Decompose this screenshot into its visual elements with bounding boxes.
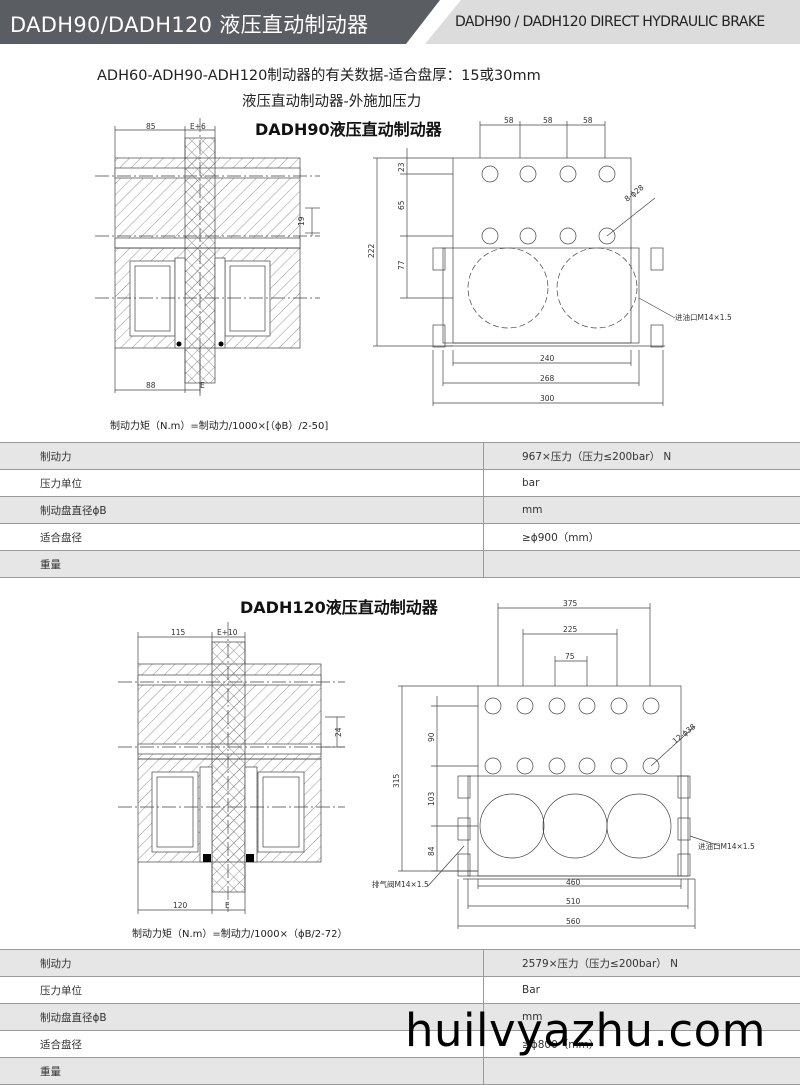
intro-line-2: 液压直动制动器-外施加压力 [242, 90, 421, 111]
table-row: 适合盘径≥ϕ900（mm） [0, 524, 800, 551]
spec-value: 2579×压力（压力≤200bar） N [484, 950, 800, 977]
dadh120-torque-formula: 制动力矩（N.m）=制动力/1000×（ϕB/2-72） [132, 925, 348, 940]
dadh120-dim-gap: E+10 [217, 628, 238, 637]
spec-value [484, 551, 800, 578]
dadh120-dim-bottom-width: 120 [173, 901, 188, 910]
dadh90-dim-pitch-3: 58 [583, 116, 593, 125]
dadh90-torque-formula: 制动力矩（N.m）=制动力/1000×[（ϕB）/2-50] [110, 417, 328, 432]
spec-value: mm [484, 497, 800, 524]
dadh120-port-label: 进油口M14×1.5 [698, 841, 755, 851]
dadh90-dim-gap: E+6 [190, 122, 206, 131]
spec-value [484, 1058, 800, 1085]
spec-label: 制动盘直径ϕB [0, 497, 484, 524]
dadh90-port-label: 进油口M14×1.5 [675, 312, 732, 322]
spec-label: 制动力 [0, 950, 484, 977]
dadh90-dim-pitch-1: 58 [504, 116, 514, 125]
dadh90-dim-top-width: 85 [146, 122, 156, 131]
dadh120-dim-bottom-gap: E [225, 901, 230, 910]
dadh120-dim-total-height: 315 [392, 773, 401, 788]
spec-value: ≥ϕ900（mm） [484, 524, 800, 551]
watermark: huilvyazhu.com [405, 1004, 766, 1057]
dadh90-dim-w3: 300 [540, 394, 555, 403]
dadh120-vent-label: 排气阀M14×1.5 [372, 879, 429, 889]
dadh120-dim-w-top-2: 225 [563, 625, 578, 634]
spec-value: bar [484, 470, 800, 497]
dadh90-dim-bottom-width: 88 [146, 381, 156, 390]
spec-label: 适合盘径 [0, 524, 484, 551]
dadh90-dim-w1: 240 [540, 354, 555, 363]
table-row: 重量 [0, 551, 800, 578]
dadh120-dim-height: 24 [334, 727, 343, 737]
spec-value: Bar [484, 977, 800, 1004]
dadh120-side-view-drawing: 115 E+10 24 120 E [115, 622, 355, 917]
header-banner: DADH90/DADH120 液压直动制动器 DADH90 / DADH120 … [0, 0, 800, 44]
dadh120-front-view-drawing: 375 225 75 90 103 84 315 12-ϕ38 进油口M14×1… [365, 596, 790, 936]
header-title: DADH90/DADH120 液压直动制动器 [10, 9, 368, 39]
spec-label: 重量 [0, 551, 484, 578]
dadh120-dim-top-width: 115 [171, 628, 186, 637]
spec-label: 制动力 [0, 443, 484, 470]
dadh120-dim-w1: 460 [566, 878, 581, 887]
intro-line-1: ADH60-ADH90-ADH120制动器的有关数据-适合盘厚：15或30mm [97, 64, 541, 85]
dadh90-side-view-drawing: 85 E+6 19 88 E [90, 118, 330, 408]
spec-label: 压力单位 [0, 470, 484, 497]
dadh90-dim-v3: 77 [397, 260, 406, 270]
spec-value: 967×压力（压力≤200bar） N [484, 443, 800, 470]
dadh120-dim-v3: 84 [427, 846, 436, 856]
dadh90-dim-pitch-2: 58 [543, 116, 553, 125]
dadh120-dim-w3: 560 [566, 917, 581, 926]
dadh90-dim-bottom-gap: E [200, 381, 205, 390]
spec-label: 重量 [0, 1058, 484, 1085]
table-row: 重量 [0, 1058, 800, 1085]
dadh90-dim-w2: 268 [540, 374, 555, 383]
spec-label: 压力单位 [0, 977, 484, 1004]
dadh120-dim-w-top-3: 75 [565, 652, 575, 661]
dadh90-dim-total-height: 222 [367, 243, 376, 258]
dadh120-dim-w-top-1: 375 [563, 599, 578, 608]
dadh90-dim-v2: 65 [397, 200, 406, 210]
dadh120-dim-w2: 510 [566, 897, 581, 906]
header-subtitle: DADH90 / DADH120 DIRECT HYDRAULIC BRAKE [455, 14, 765, 30]
dadh90-holes-label: 8-ϕ28 [623, 183, 646, 204]
dadh120-holes-label: 12-ϕ38 [671, 722, 698, 746]
dadh120-dim-v1: 90 [427, 732, 436, 742]
dadh90-dim-height: 19 [297, 216, 306, 226]
dadh90-front-view-drawing: 58 58 58 23 65 77 222 8-ϕ28 进油口M14×1.5 2… [365, 118, 685, 408]
dadh120-dim-v2: 103 [427, 791, 436, 806]
dadh90-dim-v1: 23 [397, 162, 406, 172]
